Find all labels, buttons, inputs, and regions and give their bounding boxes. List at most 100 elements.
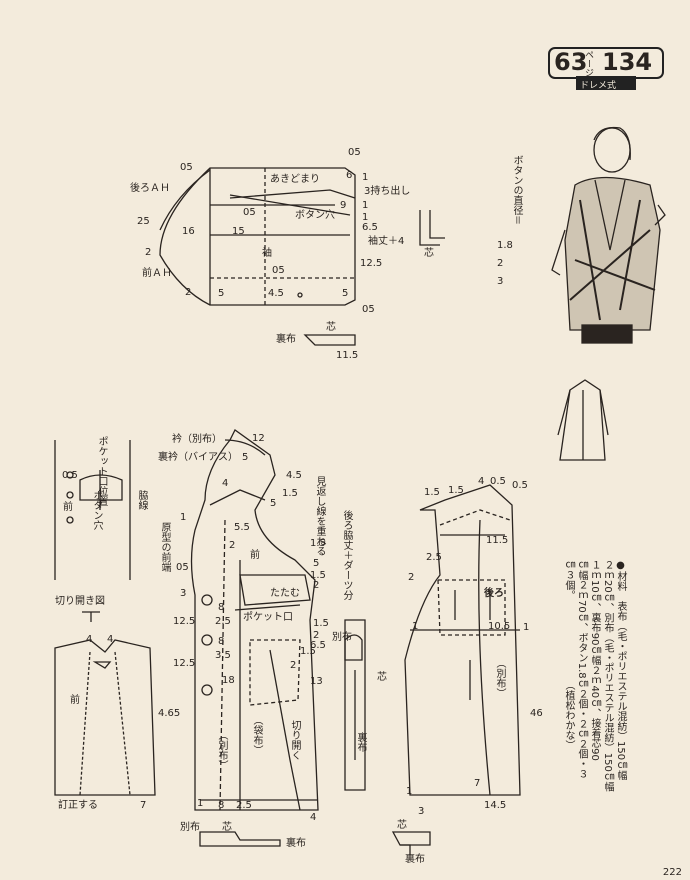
cut-open-m4a: 4: [86, 634, 93, 645]
sleeve-button-hole: ボタン穴: [295, 210, 335, 221]
coat-illustration: [551, 126, 666, 344]
front-m14: 8: [218, 636, 225, 647]
sleeve-m5: 9: [340, 200, 347, 211]
page-number: 222: [662, 867, 682, 878]
front-m9: 05: [176, 562, 189, 573]
front-bottom-other: 別布: [180, 822, 200, 833]
back-m5: 11.5: [486, 535, 509, 546]
front-m12: 2.5: [215, 616, 231, 627]
front-m27: 6.5: [310, 640, 326, 651]
sleeve-m13: 12.5: [360, 258, 383, 269]
page-word: ページ: [583, 50, 593, 77]
sleeve-m7: 6.5: [362, 222, 378, 233]
badge-frame: [548, 47, 664, 90]
cut-open-front: 前: [70, 695, 80, 706]
front-bottom-lining: 裏布: [286, 838, 306, 849]
pocket-m05: 0.5: [62, 470, 78, 481]
back-m13: 7: [474, 778, 481, 789]
sleeve-w115: 11.5: [336, 350, 359, 361]
front-m16: 12.5: [173, 658, 196, 669]
front-lining: 裏布: [355, 732, 366, 752]
sleeve-m3: 6: [346, 170, 353, 181]
back-lining: 裏布: [405, 854, 425, 865]
sleeve-m1: 05: [348, 147, 361, 158]
front-m1: 5: [242, 452, 249, 463]
sleeve-lining: 裏布: [276, 334, 296, 345]
button-diameter-title: ボタンの直径＝: [511, 155, 522, 225]
front-m21: 1.5: [310, 570, 326, 581]
cut-open-title: 切り開き図: [55, 596, 105, 607]
back-side-dart-note: 後ろ脇丈＋ダーツ分: [341, 510, 352, 600]
sleeve-m2: 1: [362, 172, 369, 183]
front-under-collar: 裏衿（バイアス）: [158, 452, 238, 463]
front-m7: 5.5: [234, 522, 250, 533]
back-m2: 4: [478, 476, 485, 487]
front-m19: 1.5: [310, 538, 326, 549]
button-size-1: 1.8: [497, 240, 513, 251]
pocket-front: 前: [63, 502, 73, 513]
pocket-hole: ボタン穴: [91, 490, 102, 530]
sleeve-cuff-note: 袖丈＋4: [368, 236, 405, 247]
front-m13: 12.5: [173, 616, 196, 627]
sleeve-back-ah: 後ろＡＨ: [130, 183, 170, 194]
sleeve-m15: 2: [185, 287, 192, 298]
system-name: ドレメ式: [580, 81, 617, 91]
sleeve-m14: 05: [272, 265, 285, 276]
front-m8: 2: [229, 540, 236, 551]
front-m26: 2: [290, 660, 297, 671]
front-m10: 3: [180, 588, 187, 599]
cut-open-diagram: [54, 611, 156, 796]
sleeve-m4: 1: [362, 200, 369, 211]
materials-line-2: ２ｍ20㎝、別布（毛・ポリエステル混紡）150㎝幅: [602, 560, 613, 792]
materials-line-4: ㎝幅２ｍ70㎝、ボタン1.8㎝２個・２㎝２個・３: [576, 560, 587, 779]
pattern-no: 63: [554, 48, 588, 76]
front-m25: 1.5: [300, 646, 316, 657]
front-m3: 4: [222, 478, 229, 489]
back-m0: 1.5: [424, 487, 440, 498]
front-label: 前: [250, 550, 260, 561]
front-pocket: ポケット口: [243, 612, 293, 623]
front-other-fabric: 別布: [332, 632, 352, 643]
sleeve-m19: 05: [362, 304, 375, 315]
sleeve-raise-note: 3持ち出し: [364, 186, 411, 197]
back-m11: 46: [530, 708, 543, 719]
back-m9: 10.5: [488, 621, 511, 632]
cut-open-m4b: 4: [107, 634, 114, 645]
sleeve-opening: あきどまり: [270, 174, 320, 185]
back-m12: 1: [406, 786, 413, 797]
sleeve-m0: 05: [180, 162, 193, 173]
button-size-2: 2: [497, 258, 504, 269]
back-m7: 2: [408, 572, 415, 583]
sleeve-m17: 4.5: [268, 288, 284, 299]
pocket-title: ポケット口位置: [96, 436, 107, 506]
back-m15: 3: [418, 806, 425, 817]
back-body-pattern: [404, 484, 521, 796]
front-separate: （別布）: [216, 730, 227, 770]
front-m22: 2: [313, 580, 320, 591]
front-fold: たたむ: [270, 588, 300, 599]
page-no: 134: [602, 48, 653, 76]
pocket-side: 脇線: [136, 490, 147, 510]
front-facing-strip: [344, 619, 366, 791]
back-m10: 1: [523, 622, 530, 633]
cut-open-correct: 訂正する: [58, 800, 98, 811]
front-collar: 衿（別布）: [172, 434, 222, 445]
cut-open-m7: 7: [140, 800, 147, 811]
front-m5: 5: [270, 498, 277, 509]
front-m20: 5: [313, 558, 320, 569]
sleeve-m18: 5: [342, 288, 349, 299]
front-m6: 1: [180, 512, 187, 523]
front-m24: 2: [313, 630, 320, 641]
front-m15: 3.5: [215, 650, 231, 661]
front-grain-note: 原型の前端: [159, 522, 170, 572]
front-m18: 4.65: [158, 708, 181, 719]
sleeve-front-ah: 前ＡＨ: [142, 268, 172, 279]
back-m6: 2.5: [426, 552, 442, 563]
front-m29: 1: [197, 798, 204, 809]
front-m2: 4.5: [286, 470, 302, 481]
back-m3: 0.5: [490, 476, 506, 487]
front-m17: 18: [222, 675, 235, 686]
sleeve-m16: 5: [218, 288, 225, 299]
front-m4: 1.5: [282, 488, 298, 499]
